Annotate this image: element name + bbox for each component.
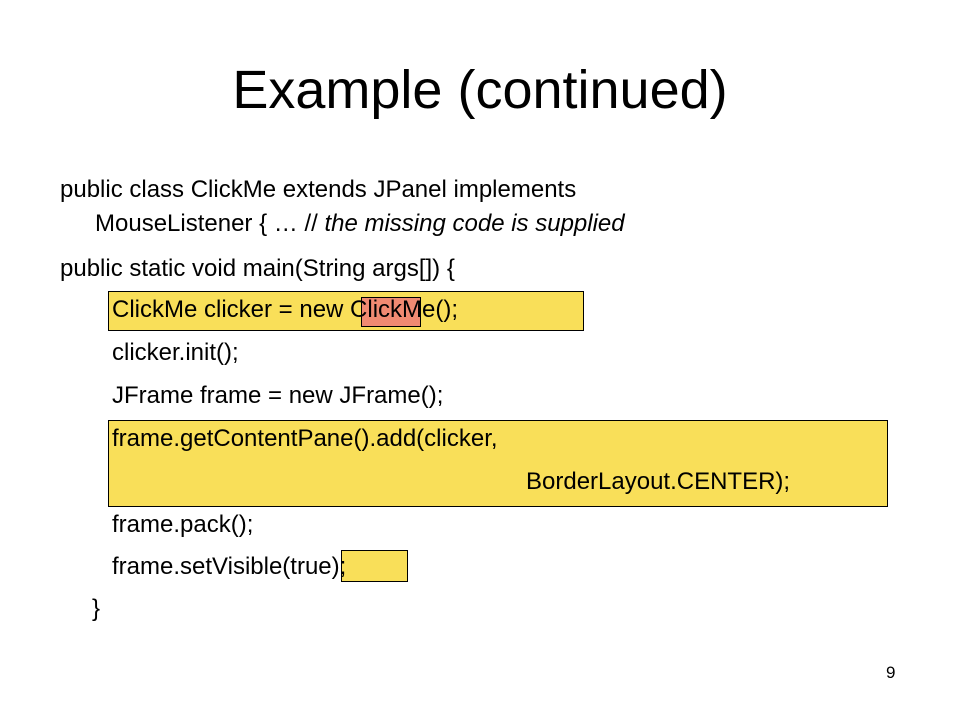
code-comment: the missing code is supplied: [324, 210, 625, 237]
new-keyword: new: [299, 296, 344, 323]
highlight-new-keyword: [361, 297, 421, 327]
code-line-6: JFrame frame = new JFrame();: [112, 382, 444, 409]
code-line-4-pre: ClickMe clicker =: [112, 296, 300, 323]
true-keyword: true: [290, 553, 332, 580]
page-number: 9: [886, 663, 896, 682]
code-line-10: frame.setVisible(true);: [112, 552, 346, 582]
code-line-8: BorderLayout.CENTER);: [526, 468, 791, 495]
code-line-4: ClickMe clicker = new ClickMe();: [112, 295, 458, 325]
highlight-add-block: [108, 420, 888, 507]
highlight-true-keyword: [341, 550, 408, 582]
code-line-2: MouseListener { … // the missing code is…: [95, 209, 625, 239]
code-line-11: }: [92, 595, 101, 622]
code-line-9: frame.pack();: [112, 511, 254, 538]
highlight-clicker-line: [108, 291, 584, 331]
code-line-5: clicker.init();: [112, 339, 239, 366]
code-line-2-code: MouseListener { … //: [95, 210, 325, 237]
code-line-4-post: ClickMe();: [343, 296, 459, 323]
code-line-1: public class ClickMe extends JPanel impl…: [60, 176, 577, 203]
code-line-3: public static void main(String args[]) {: [60, 255, 455, 282]
code-line-10-pre: frame.setVisible(: [112, 553, 291, 580]
code-line-10-post: );: [331, 553, 347, 580]
slide-title: Example (continued): [232, 60, 728, 120]
code-line-7: frame.getContentPane().add(clicker,: [112, 425, 498, 452]
